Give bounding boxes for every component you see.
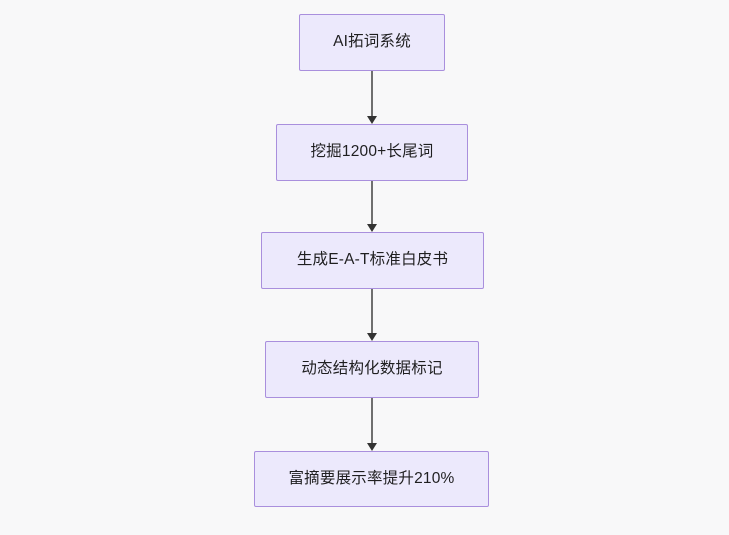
flowchart-node-ai-keyword-system[interactable]: AI拓词系统	[299, 14, 445, 71]
flowchart-node-dynamic-structured-data-markup[interactable]: 动态结构化数据标记	[265, 341, 479, 398]
flowchart-node-label: AI拓词系统	[333, 33, 411, 51]
flowchart-node-label: 挖掘1200+长尾词	[310, 143, 434, 161]
edge-line	[371, 181, 373, 225]
edge-arrowhead-icon	[367, 333, 377, 341]
flowchart-node-label: 生成E-A-T标准白皮书	[296, 251, 449, 269]
edge-arrowhead-icon	[367, 224, 377, 232]
edge-arrowhead-icon	[367, 116, 377, 124]
flowchart-node-generate-eat-whitepaper[interactable]: 生成E-A-T标准白皮书	[261, 232, 484, 289]
flowchart-edge-n1-n2	[367, 71, 377, 124]
flowchart-edge-n2-n3	[367, 181, 377, 232]
flowchart-edge-n4-n5	[367, 398, 377, 451]
flowchart-node-label: 富摘要展示率提升210%	[288, 469, 455, 487]
edge-line	[371, 289, 373, 334]
flowchart-node-label: 动态结构化数据标记	[301, 360, 443, 378]
edge-line	[371, 71, 373, 117]
flowchart-node-rich-snippet-impression-lift[interactable]: 富摘要展示率提升210%	[254, 451, 489, 507]
flowchart-edge-n3-n4	[367, 289, 377, 341]
flowchart-node-mine-longtail-keywords[interactable]: 挖掘1200+长尾词	[276, 124, 468, 181]
edge-line	[371, 398, 373, 444]
edge-arrowhead-icon	[367, 443, 377, 451]
